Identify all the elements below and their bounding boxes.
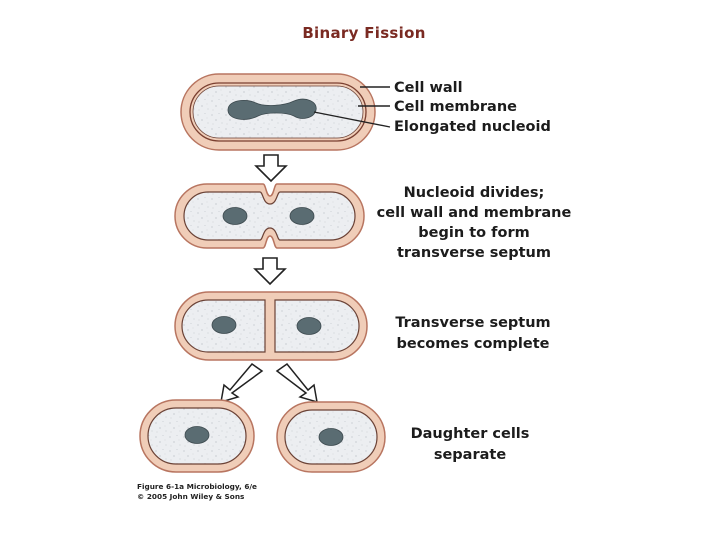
down-right-arrow-icon xyxy=(275,362,318,404)
label-stage2-line2: cell wall and membrane xyxy=(377,205,572,221)
label-pointers xyxy=(313,86,391,128)
down-arrow-icon xyxy=(253,257,287,286)
label-stage4-line2: separate xyxy=(434,447,506,463)
stage2-cell xyxy=(174,183,365,249)
label-cell-membrane: Cell membrane xyxy=(394,99,517,115)
nucleoid xyxy=(184,426,210,444)
label-stage4-line1: Daughter cells xyxy=(411,426,530,442)
figure-credit-line1: Figure 6-1a Microbiology, 6/e xyxy=(137,482,257,491)
nucleoid xyxy=(318,428,344,446)
daughter-cell-right xyxy=(276,401,386,473)
slide-title: Binary Fission xyxy=(302,24,426,42)
figure-credit-line2: © 2005 John Wiley & Sons xyxy=(137,492,244,501)
label-stage2-line3: begin to form xyxy=(418,225,529,241)
label-stage3-line1: Transverse septum xyxy=(395,315,550,331)
label-stage2-line1: Nucleoid divides; xyxy=(404,185,545,201)
nucleoid-right xyxy=(289,207,315,225)
down-left-arrow-icon xyxy=(220,362,264,404)
stage3-cell xyxy=(174,291,368,361)
stage1-cell xyxy=(180,73,376,151)
nucleoid-right xyxy=(296,317,322,335)
label-stage2-line4: transverse septum xyxy=(397,245,551,261)
label-elongated-nucleoid: Elongated nucleoid xyxy=(394,119,551,135)
elongated-nucleoid xyxy=(227,98,317,120)
label-stage3-line2: becomes complete xyxy=(396,336,549,352)
label-cell-wall: Cell wall xyxy=(394,80,463,96)
daughter-cell-left xyxy=(139,399,255,473)
nucleoid-left xyxy=(211,316,237,334)
down-arrow-icon xyxy=(254,154,288,183)
nucleoid-left xyxy=(222,207,248,225)
